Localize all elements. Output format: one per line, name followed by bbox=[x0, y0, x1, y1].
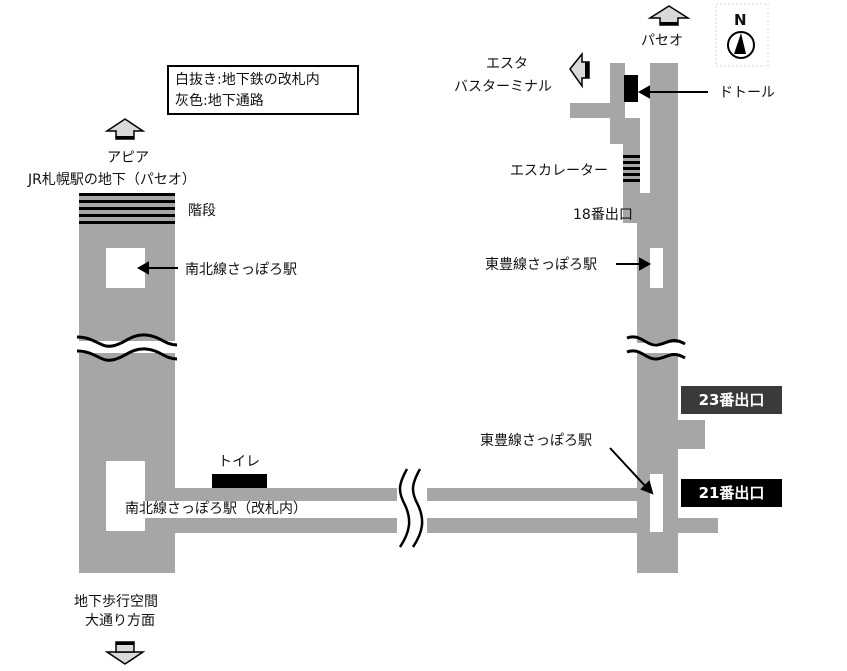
doutor-label: ドトール bbox=[719, 85, 775, 101]
legend-line-gray: 灰色:地下通路 bbox=[175, 93, 264, 109]
nanboku-gate-label: 南北線さっぽろ駅（改札内） bbox=[125, 501, 307, 517]
escalator-passage bbox=[610, 118, 640, 144]
escalator-label: エスカレーター bbox=[510, 163, 608, 179]
doutor-block bbox=[624, 75, 638, 102]
arrow-toho-lower bbox=[609, 447, 654, 495]
gate-corridor-gap bbox=[145, 501, 175, 518]
nanboku-gate-area bbox=[106, 461, 145, 531]
up-arrow-icon-paseo bbox=[647, 5, 691, 26]
exit23-badge: 23番出口 bbox=[681, 386, 782, 414]
underground-walkway-label: 地下歩行空間 bbox=[74, 594, 158, 610]
stairs-icon bbox=[79, 193, 175, 226]
apia-label: アピア bbox=[107, 150, 149, 166]
toilet-block bbox=[212, 474, 267, 488]
toho-station-upper-label: 東豊線さっぽろ駅 bbox=[485, 257, 597, 273]
exit21-branch bbox=[678, 518, 718, 533]
toho-station-upper bbox=[650, 248, 663, 288]
toho-station-lower bbox=[650, 474, 663, 532]
left-arrow-icon-esta bbox=[569, 51, 590, 89]
exit21-badge: 21番出口 bbox=[681, 479, 782, 507]
toho-station-lower-label: 東豊線さっぽろ駅 bbox=[480, 433, 592, 449]
up-arrow-icon-apia bbox=[104, 118, 146, 140]
esta-branch bbox=[570, 103, 625, 118]
nanboku-station-label: 南北線さっぽろ駅 bbox=[185, 262, 297, 278]
compass-north-label: N bbox=[734, 11, 747, 29]
exit18-label: 18番出口 bbox=[573, 207, 633, 223]
toilet-label: トイレ bbox=[218, 454, 260, 470]
escalator-icon bbox=[623, 155, 640, 185]
arrow-toho-upper bbox=[616, 257, 652, 271]
corridor-lower-left bbox=[145, 518, 397, 533]
paseo-label: パセオ bbox=[641, 33, 683, 49]
north-compass-icon bbox=[715, 3, 769, 67]
esta-label: エスタ bbox=[486, 56, 528, 72]
break-icon-corridor bbox=[397, 468, 427, 550]
arrow-nanboku-station bbox=[136, 261, 178, 275]
exit23-branch bbox=[678, 420, 705, 449]
corridor-lower-right bbox=[427, 518, 650, 533]
arrow-doutor bbox=[637, 85, 708, 99]
jr-sapporo-paseo-label: JR札幌駅の地下（パセオ） bbox=[28, 172, 196, 188]
corridor-upper-right bbox=[427, 488, 650, 501]
legend-line-white: 白抜き:地下鉄の改札内 bbox=[175, 72, 320, 88]
corridor-upper-left bbox=[175, 488, 397, 501]
break-icon-right bbox=[626, 335, 688, 361]
map-legend: 白抜き:地下鉄の改札内 灰色:地下通路 bbox=[167, 65, 359, 115]
bus-terminal-label: バスターミナル bbox=[454, 79, 552, 95]
stairs-label: 階段 bbox=[188, 203, 216, 219]
exit18-connector bbox=[637, 193, 651, 223]
odori-direction-label: 大通り方面 bbox=[85, 613, 155, 629]
down-arrow-icon-odori bbox=[104, 641, 146, 665]
break-icon-left bbox=[76, 333, 180, 362]
